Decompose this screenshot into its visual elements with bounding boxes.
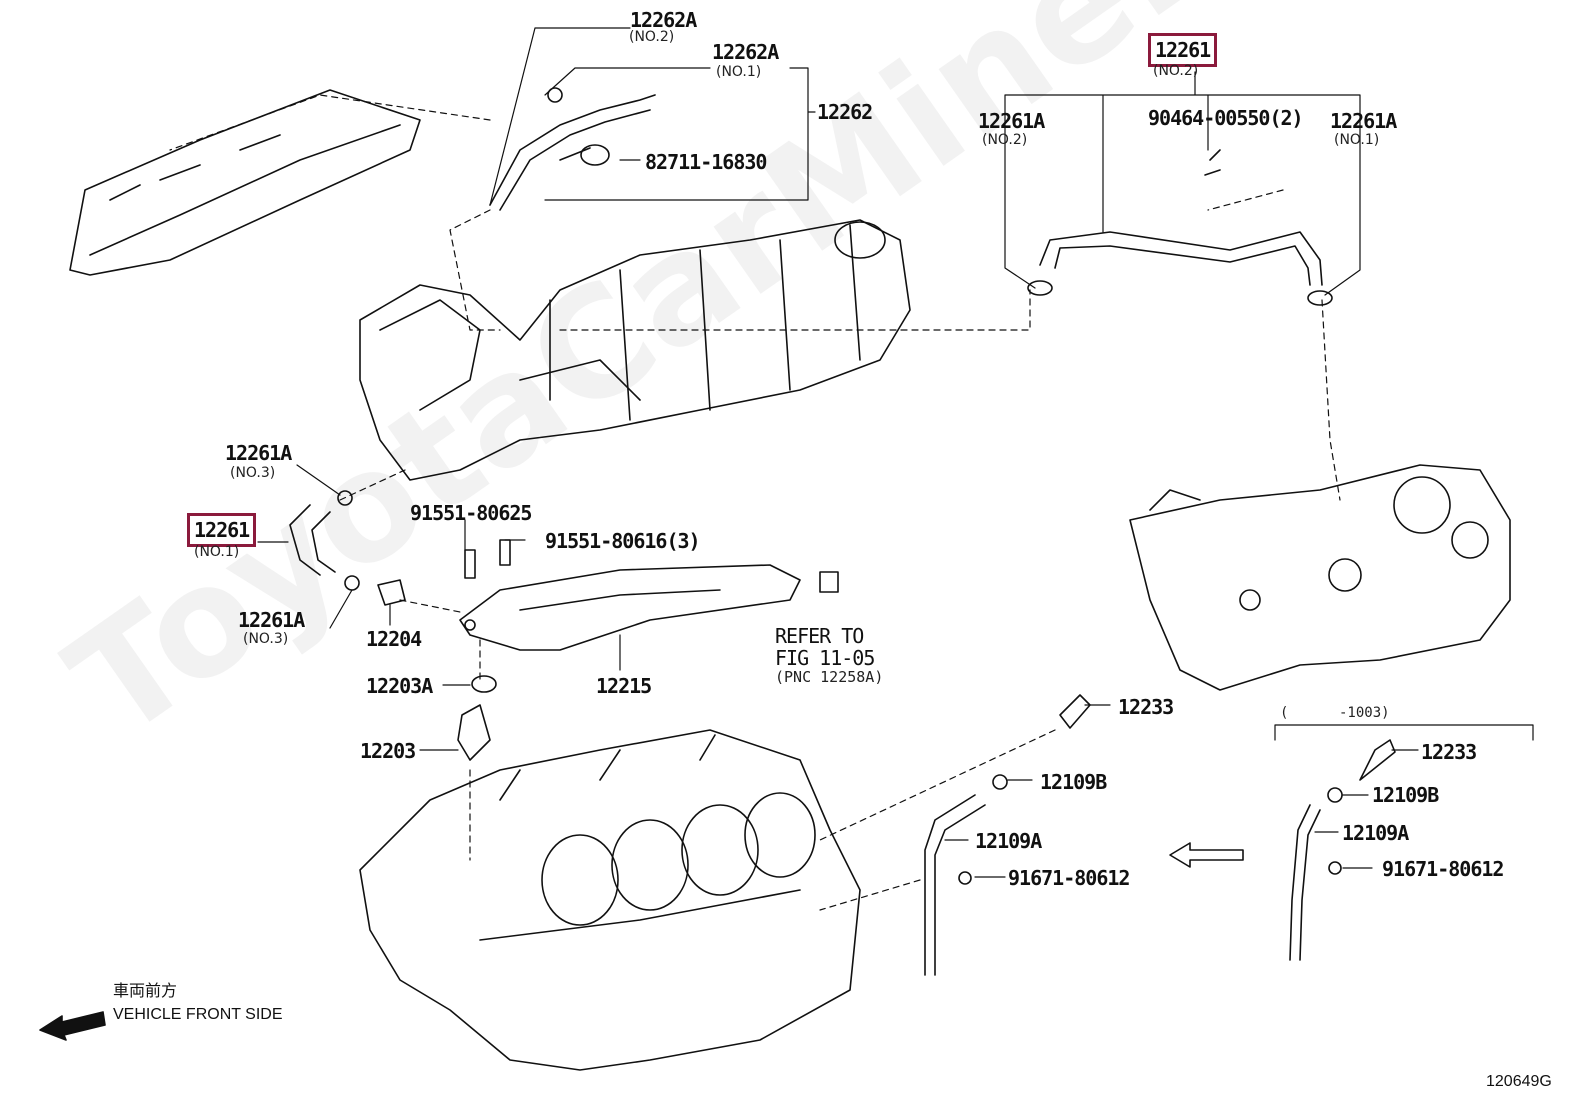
refer-line-2: FIG 11-05: [775, 646, 875, 670]
part-number-12261-no2-highlighted[interactable]: 12261: [1147, 33, 1218, 67]
part-variant-12261A-no2: (NO.2): [982, 132, 1028, 148]
pcv-cover-drawing: [459, 564, 801, 651]
part-number-91551-80616: 91551-80616(3): [545, 529, 701, 553]
part-number-12261A-no2: 12261A: [978, 109, 1045, 133]
range-note: ( -1003): [1280, 705, 1390, 721]
part-number-12261-no1-highlighted[interactable]: 12261: [186, 513, 257, 547]
head-cover-left-drawing: [69, 89, 421, 276]
part-variant-12261-no2: (NO.2): [1153, 63, 1199, 79]
part-variant-12261A-no3-top: (NO.3): [230, 465, 276, 481]
head-cover-right-drawing: [1129, 464, 1511, 691]
cylinder-block-drawing: [359, 729, 861, 1071]
vehicle-front-jp: 車両前方: [113, 983, 178, 1000]
part-number-12204: 12204: [366, 627, 422, 651]
part-number-12233-left: 12233: [1118, 695, 1174, 719]
part-number-12109A-right: 12109A: [1342, 821, 1409, 845]
intake-manifold-drawing: [359, 219, 911, 481]
part-number-12109A-left: 12109A: [975, 829, 1042, 853]
part-number-12109B-right: 12109B: [1372, 783, 1439, 807]
part-variant-12262A-no1: (NO.1): [716, 64, 762, 80]
filled-arrow-left-icon: [39, 1011, 106, 1041]
hose-12262-drawing: [489, 87, 656, 211]
part-number-12262: 12262: [817, 100, 873, 124]
part-variant-12262A-no2: (NO.2): [629, 29, 675, 45]
hose-12261-no1-drawing: [289, 490, 360, 591]
part-number-82711-16830: 82711-16830: [645, 150, 767, 174]
part-number-90464-00550: 90464-00550(2): [1148, 106, 1304, 130]
small-parts-drawing: [377, 539, 839, 761]
part-variant-12261A-no3-bottom: (NO.3): [243, 631, 289, 647]
part-number-12203: 12203: [360, 739, 416, 763]
dashed-lines: [169, 94, 1341, 911]
part-number-91551-80625: 91551-80625: [410, 501, 532, 525]
vehicle-front-en: VEHICLE FRONT SIDE: [113, 1006, 283, 1023]
refer-line-3: (PNC 12258A): [775, 668, 884, 686]
part-number-91671-80612-right: 91671-80612: [1382, 857, 1504, 881]
leader-lines: [257, 27, 1534, 878]
diagram-id: 120649G: [1486, 1073, 1552, 1090]
part-number-12261A-no3-top: 12261A: [225, 441, 292, 465]
refer-line-1: REFER TO: [775, 624, 864, 648]
part-number-12233-right: 12233: [1421, 740, 1477, 764]
part-number-12215: 12215: [596, 674, 652, 698]
part-number-12261A-no3-bottom: 12261A: [238, 608, 305, 632]
open-arrow-left-icon: [1169, 842, 1244, 868]
part-variant-12261-no1: (NO.1): [194, 544, 240, 560]
part-number-91671-80612-left: 91671-80612: [1008, 866, 1130, 890]
dipstick-guide-right-drawing: [1289, 739, 1396, 961]
part-number-12203A: 12203A: [366, 674, 433, 698]
part-number-12262A-no2: 12262A: [630, 8, 697, 32]
part-variant-12261A-no1: (NO.1): [1334, 132, 1380, 148]
part-number-12261A-no1: 12261A: [1330, 109, 1397, 133]
part-number-12262A-no1: 12262A: [712, 40, 779, 64]
part-number-12109B-left: 12109B: [1040, 770, 1107, 794]
hose-12261-no2-drawing: [1027, 149, 1333, 306]
